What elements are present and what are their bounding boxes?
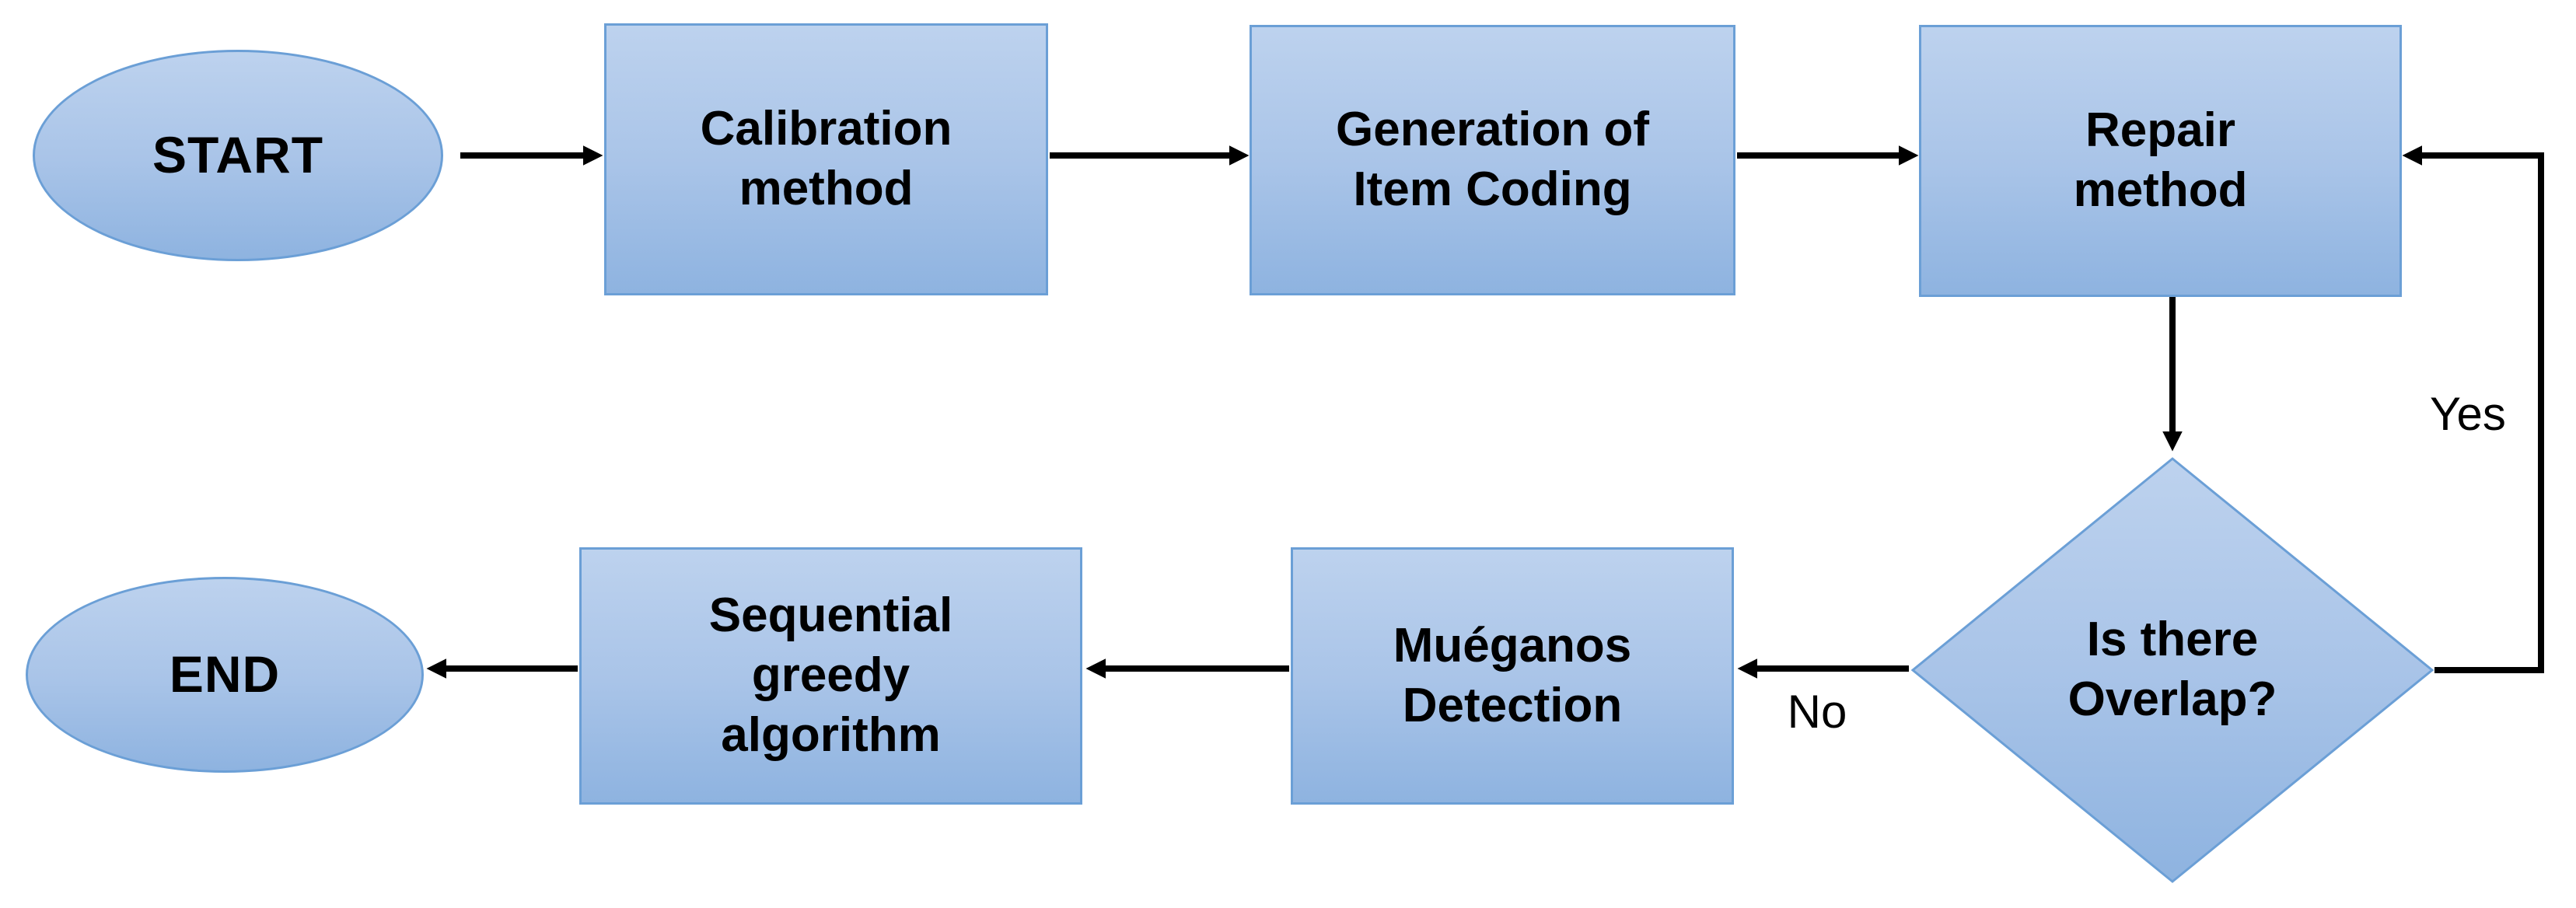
node-calibration-method: Calibration method xyxy=(604,23,1048,295)
edge-label-no: No xyxy=(1787,685,1847,738)
node-sequential-greedy-algorithm-label: Sequential greedy algorithm xyxy=(708,588,953,762)
edge-decision-yes-to-repair xyxy=(2402,145,2544,673)
node-repair-method: Repair method xyxy=(1919,25,2402,297)
node-generation-of-item-coding-label: Generation of Item Coding xyxy=(1335,103,1650,216)
node-calibration-method-label: Calibration method xyxy=(700,102,952,215)
node-is-there-overlap-label: Is there Overlap? xyxy=(2067,613,2277,726)
node-mueganos-detection: Muéganos Detection xyxy=(1291,547,1734,805)
node-start: START xyxy=(33,50,443,261)
node-repair-method-label: Repair method xyxy=(2073,103,2248,217)
node-end: END xyxy=(26,577,424,773)
node-mueganos-detection-label: Muéganos Detection xyxy=(1393,618,1632,732)
node-start-label: START xyxy=(152,126,324,184)
node-is-there-overlap: Is there Overlap? xyxy=(1913,456,2432,884)
node-generation-of-item-coding: Generation of Item Coding xyxy=(1250,25,1735,295)
node-sequential-greedy-algorithm: Sequential greedy algorithm xyxy=(579,547,1082,805)
decision-diamond-shape xyxy=(1910,457,2434,883)
node-end-label: END xyxy=(169,645,281,704)
edge-label-yes: Yes xyxy=(2430,387,2506,440)
